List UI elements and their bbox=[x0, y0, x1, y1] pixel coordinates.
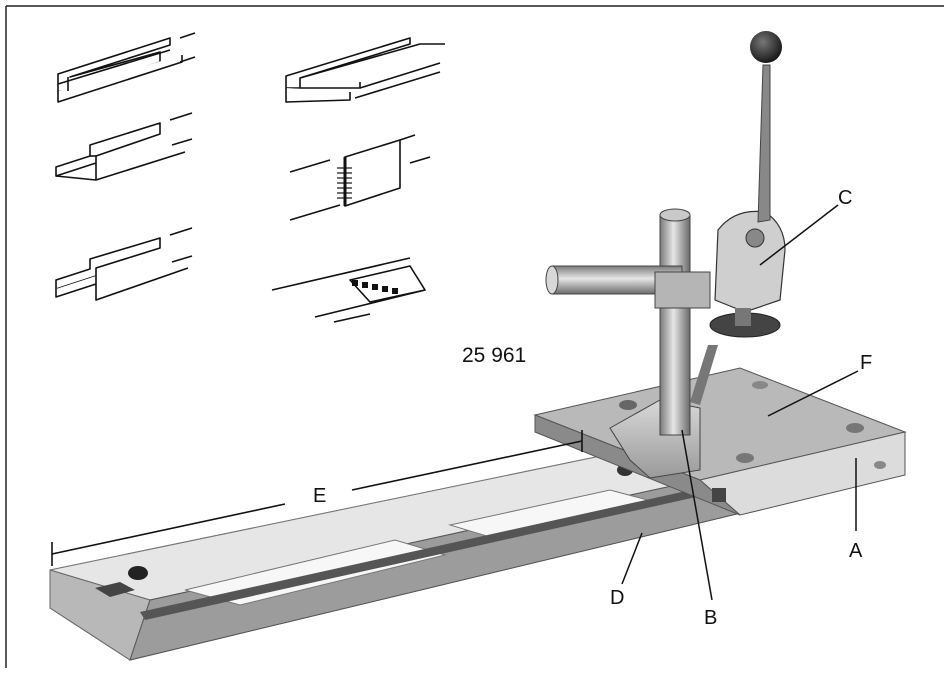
toggle-clamp-body bbox=[714, 210, 786, 313]
rail-knob bbox=[128, 566, 148, 580]
callout-c: C bbox=[838, 187, 852, 209]
jig-illustration bbox=[49, 31, 907, 661]
vertical-post bbox=[659, 214, 691, 436]
joint-sketch-double-step bbox=[55, 227, 193, 301]
lever-knob bbox=[750, 31, 782, 63]
joint-sketch-step bbox=[55, 112, 193, 181]
callout-f: F bbox=[860, 352, 872, 374]
joint-sketches bbox=[55, 32, 445, 323]
joint-sketch-slot bbox=[57, 32, 196, 103]
lever-rod bbox=[757, 64, 771, 223]
guide-bar bbox=[140, 488, 705, 620]
joint-sketch-finger bbox=[289, 134, 431, 221]
leader-lines bbox=[621, 204, 859, 601]
joint-sketch-lap bbox=[285, 37, 445, 103]
callout-d: D bbox=[610, 587, 624, 609]
callout-b: B bbox=[704, 607, 717, 629]
figure-code: 25 961 bbox=[462, 344, 526, 367]
joint-sketch-dovetail bbox=[271, 257, 426, 323]
callout-e: E bbox=[313, 485, 326, 507]
frame bbox=[5, 5, 944, 668]
callout-a: A bbox=[849, 540, 863, 562]
dimension-e bbox=[51, 430, 583, 566]
